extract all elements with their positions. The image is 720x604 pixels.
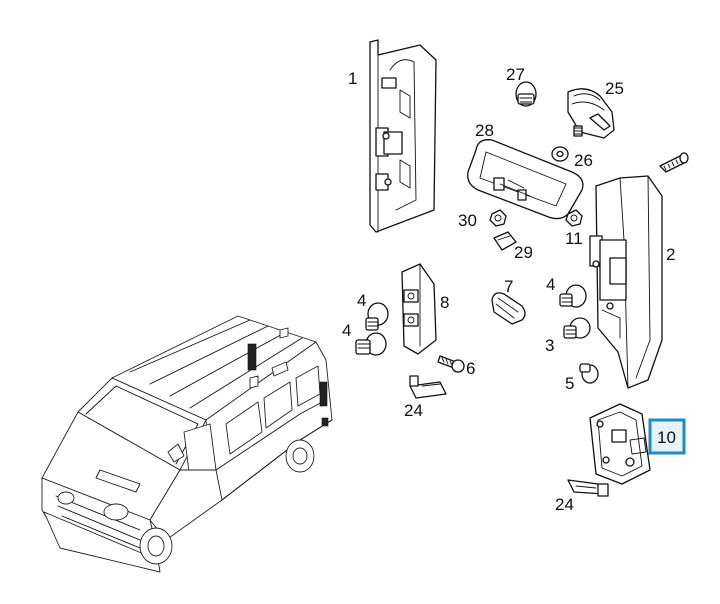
callout-8[interactable]: 8	[440, 293, 449, 312]
van-illustration	[41, 315, 333, 573]
callout-24b[interactable]: 24	[555, 495, 574, 514]
callout-labels: 1 2 3 4 4 4 5 6 7 8 10 11 24 24 25 26 27…	[342, 65, 686, 514]
part-3-bulb	[563, 317, 591, 339]
part-10-lamp-frame	[589, 403, 651, 485]
callout-3[interactable]: 3	[545, 336, 554, 355]
part-4-bulb-a	[365, 302, 389, 331]
part-26-screw	[551, 125, 583, 162]
part-screw-top-right	[659, 152, 689, 173]
callout-10-box[interactable]	[648, 418, 686, 455]
callout-27[interactable]: 27	[506, 65, 525, 84]
callout-5[interactable]: 5	[565, 374, 574, 393]
callout-11[interactable]: 11	[565, 229, 583, 248]
callout-24a[interactable]: 24	[404, 401, 423, 420]
part-11-nut	[565, 209, 583, 227]
part-24-gasket-b	[567, 479, 609, 497]
callout-30[interactable]: 30	[458, 211, 477, 230]
callout-7[interactable]: 7	[504, 277, 513, 296]
part-24-gasket-a	[409, 375, 447, 399]
part-1-left-tail-lamp	[369, 39, 437, 233]
callout-6[interactable]: 6	[466, 359, 475, 378]
part-27-bulb	[515, 81, 537, 107]
callout-1[interactable]: 1	[348, 69, 357, 88]
part-7-wedge-bulb	[491, 292, 526, 325]
part-4-bulb-c	[559, 284, 587, 308]
callout-25[interactable]: 25	[605, 79, 624, 98]
part-6-screw	[437, 355, 465, 373]
callout-2[interactable]: 2	[666, 245, 675, 264]
part-8-lamp-holder	[401, 263, 437, 355]
callout-10-highlight[interactable]: 10	[648, 418, 686, 455]
callout-26[interactable]: 26	[574, 151, 593, 170]
callout-29[interactable]: 29	[514, 243, 533, 262]
callout-10[interactable]: 10	[657, 428, 676, 447]
part-5-bulb	[579, 363, 599, 384]
callout-4c[interactable]: 4	[546, 275, 555, 294]
part-30-nut	[489, 209, 507, 227]
callout-28[interactable]: 28	[475, 121, 494, 140]
part-29-bulb	[493, 231, 517, 251]
callout-4a[interactable]: 4	[357, 291, 366, 310]
callout-4b[interactable]: 4	[342, 321, 351, 340]
part-2-right-tail-lamp	[589, 175, 663, 389]
part-4-bulb-b	[355, 332, 387, 356]
